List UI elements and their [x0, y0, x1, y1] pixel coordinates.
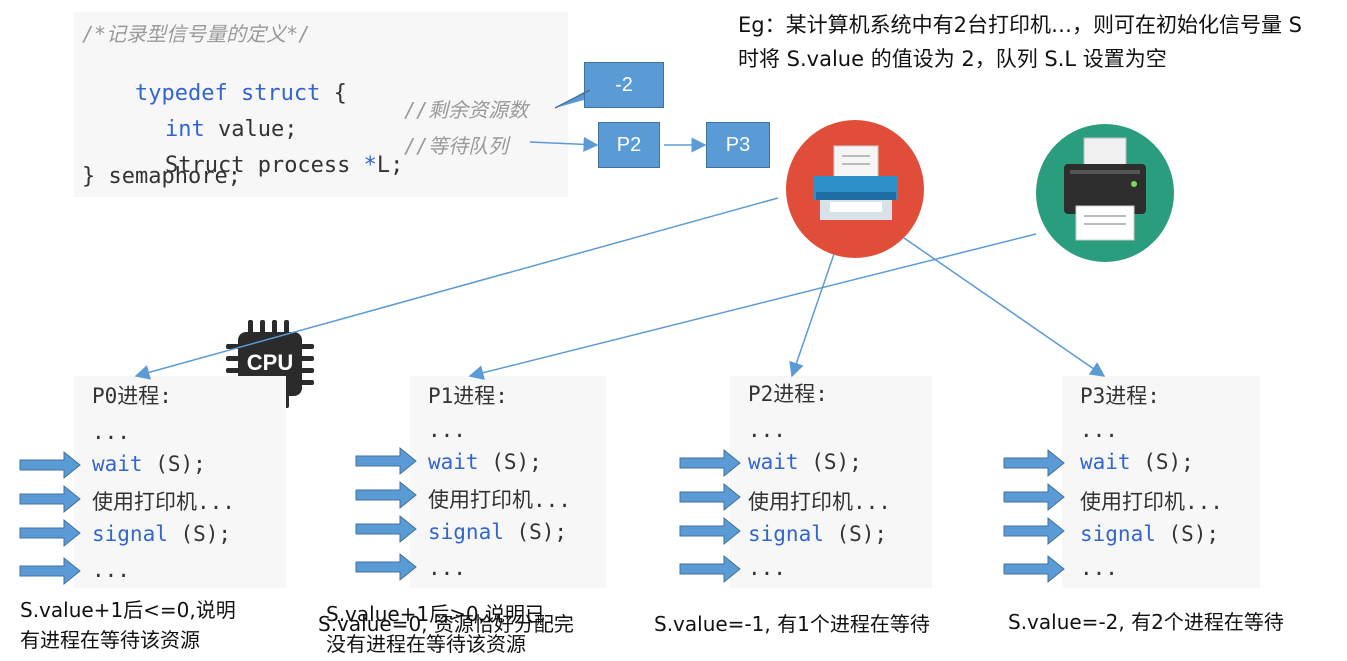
caption-p2: S.value=-1, 有1个进程在等待: [654, 612, 930, 636]
semaphore-code-block: /*记录型信号量的定义*/ typedef struct { int value…: [74, 12, 568, 197]
caption-p1-overlay: S.value=0, 资源恰好分配完: [318, 612, 574, 636]
code-ellipsis: ...: [1080, 556, 1118, 580]
code-line-list: Struct process *L;: [164, 153, 404, 178]
code-ellipsis: ...: [748, 418, 786, 442]
printer-icon-green: [1036, 124, 1174, 262]
wait-call: wait (S);: [92, 452, 206, 476]
cpu-chip-icon: CPU: [222, 316, 318, 412]
caption-p3: S.value=-2, 有2个进程在等待: [1008, 610, 1284, 634]
code-ellipsis: ...: [92, 420, 130, 444]
wait-call: wait (S);: [428, 450, 542, 474]
block-arrows-p2: [679, 448, 741, 584]
code-ellipsis: ...: [428, 556, 466, 580]
caption-p1-line2: 没有进程在等待该资源: [326, 632, 526, 656]
code-ellipsis: ...: [428, 418, 466, 442]
code-comment-title: /*记录型信号量的定义*/: [82, 22, 311, 46]
use-printer-line: 使用打印机...: [428, 488, 571, 512]
process-title: P0进程:: [92, 384, 172, 408]
process-block-p1: P1进程: ... wait (S); 使用打印机... signal (S);…: [410, 376, 606, 588]
queue-arrow-1: [529, 136, 599, 152]
arrow-printer2-to-p1: [468, 233, 1037, 380]
signal-call: signal (S);: [748, 522, 888, 546]
code-line-semaphore: } semaphore;: [82, 164, 241, 189]
process-title: P1进程:: [428, 384, 508, 408]
code-ellipsis: ...: [92, 558, 130, 582]
code-line-value: int value;: [164, 117, 298, 142]
block-arrows-p0: [19, 450, 81, 586]
use-printer-line: 使用打印机...: [92, 490, 235, 514]
caption-p1-line1: S.value+1后>0,说明已: [326, 602, 546, 626]
use-printer-line: 使用打印机...: [748, 490, 891, 514]
code-ellipsis: ...: [748, 556, 786, 580]
code-line-typedef: typedef struct {: [134, 81, 347, 106]
process-block-p0: P0进程: ... wait (S); 使用打印机... signal (S);…: [74, 376, 286, 588]
block-arrows-p1: [355, 446, 417, 582]
process-block-p2: P2进程: ... wait (S); 使用打印机... signal (S);…: [730, 376, 932, 588]
arrow-printer1-to-p3: [903, 237, 1106, 377]
code-comment-value: //剩余资源数: [404, 98, 529, 122]
code-ellipsis: ...: [1080, 418, 1118, 442]
printer-icon-red: [786, 120, 924, 258]
signal-call: signal (S);: [92, 522, 232, 546]
signal-call: signal (S);: [428, 520, 568, 544]
caption-p0-line2: 有进程在等待该资源: [20, 628, 200, 652]
queue-item-p2: P2: [598, 122, 660, 168]
queue-item-p3: P3: [706, 122, 770, 168]
arrow-printer1-to-p2: [789, 253, 835, 378]
wait-call: wait (S);: [1080, 450, 1194, 474]
value-box: -2: [584, 62, 664, 108]
arrow-printer1-to-p0: [134, 197, 779, 380]
use-printer-line: 使用打印机...: [1080, 490, 1223, 514]
process-title: P3进程:: [1080, 384, 1160, 408]
cpu-label: CPU: [246, 350, 294, 375]
process-title: P2进程:: [748, 382, 828, 406]
example-note: Eg：某计算机系统中有2台打印机…，则可在初始化信号量 S 时将 S.value…: [738, 13, 1302, 71]
process-block-p3: P3进程: ... wait (S); 使用打印机... signal (S);…: [1062, 376, 1260, 588]
code-comment-queue: //等待队列: [404, 134, 509, 158]
block-arrows-p3: [1003, 448, 1065, 584]
wait-call: wait (S);: [748, 450, 862, 474]
caption-p0-line1: S.value+1后<=0,说明: [20, 598, 236, 622]
signal-call: signal (S);: [1080, 522, 1220, 546]
